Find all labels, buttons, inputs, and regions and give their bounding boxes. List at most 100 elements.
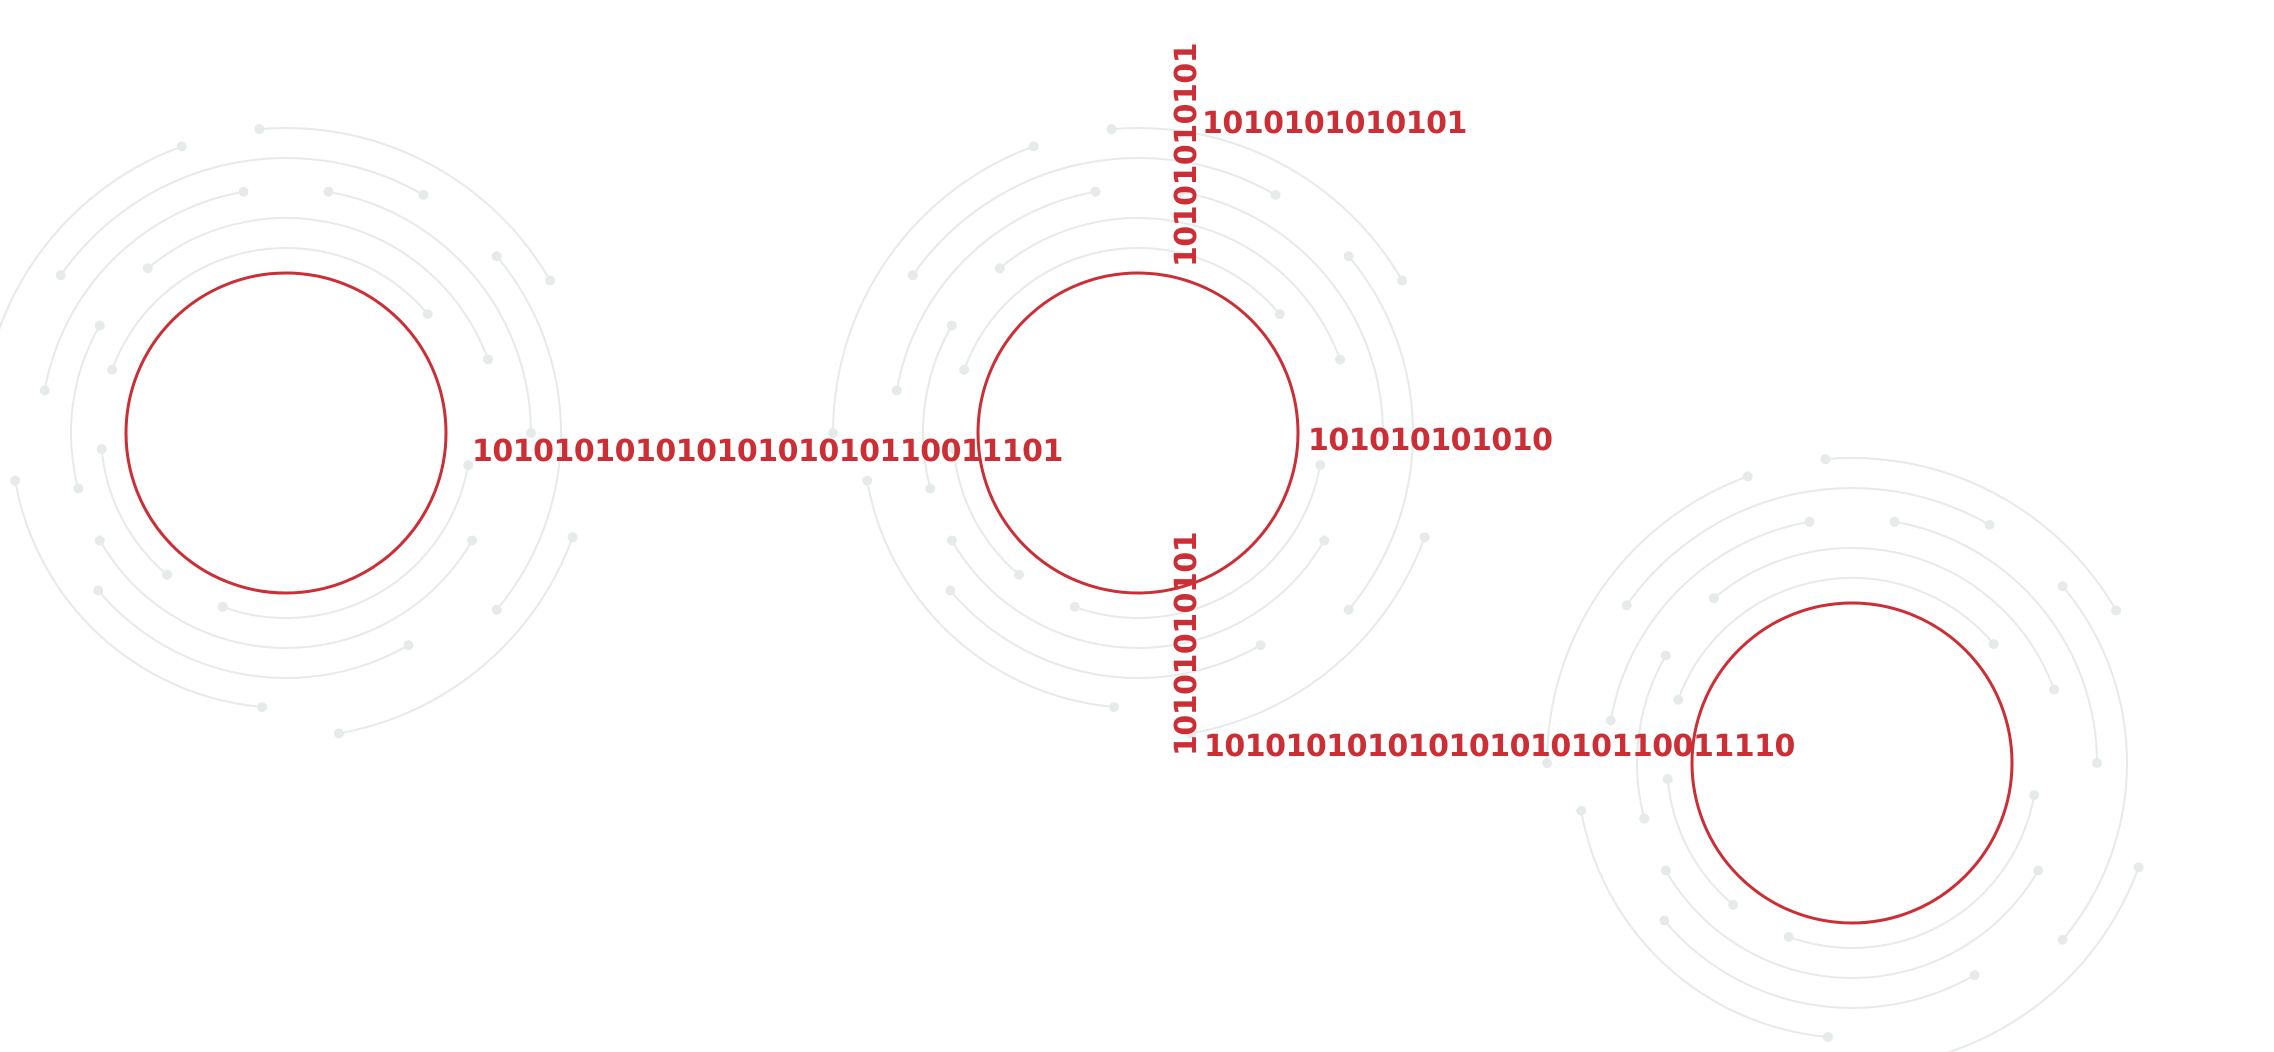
circuit-arc (338, 536, 574, 735)
circuit-node (567, 532, 578, 543)
circuit-node (1028, 141, 1039, 152)
circuit-node (891, 385, 902, 396)
circuit-node (1542, 758, 1552, 768)
circuit-node (2049, 684, 2060, 695)
circuit-arc (1677, 577, 1995, 701)
circuit-node (73, 483, 84, 494)
circuit-node (1728, 899, 1739, 910)
circuit-arc (1074, 464, 1322, 619)
circuit-node (2033, 865, 2044, 876)
circuit-arc (1664, 869, 2040, 979)
circuit-node (1708, 593, 1719, 604)
circuit-node (1335, 354, 1346, 365)
circuit-arc (952, 449, 1020, 576)
circuit-node (1804, 516, 1815, 527)
circuit-node (333, 728, 344, 739)
circuit-node (946, 320, 957, 331)
circuit-node (94, 320, 105, 331)
circuit-node (323, 186, 334, 197)
circuit-arc (1580, 810, 1829, 1038)
circuit-node (491, 251, 502, 262)
circuit-arc (97, 589, 409, 679)
circuit-node (162, 569, 173, 580)
circuit-node (1106, 124, 1117, 135)
circuit-arc (328, 190, 532, 434)
circuit-node (1621, 600, 1632, 611)
circuit-node (1659, 915, 1670, 926)
circuit-arc (59, 157, 424, 276)
circuit-arc (1609, 520, 1810, 721)
circuit-arc (832, 145, 1035, 434)
circuit-arc (949, 589, 1261, 679)
circuit-arc (14, 480, 263, 708)
circuit-node (1673, 694, 1684, 705)
circuit-node (1343, 604, 1354, 615)
circuit-arc (911, 157, 1276, 276)
circuit-arc (0, 145, 183, 331)
circuit-node (491, 604, 502, 615)
circuit-node (1397, 275, 1408, 286)
circuit-node (526, 428, 536, 438)
circuit-node (925, 483, 936, 494)
circuit-node (93, 585, 104, 596)
circuit-node (217, 601, 228, 612)
circuit-arc (259, 127, 552, 282)
circuit-node (1419, 532, 1430, 543)
circuit-node (1823, 1031, 1834, 1042)
circuit-node (862, 475, 873, 486)
binary-label-center-top-horizontal: 1010101010101 (1202, 106, 1467, 141)
circuit-node (2092, 758, 2102, 768)
circuit-node (257, 701, 268, 712)
circuit-ring-center (828, 124, 1430, 739)
circuit-node (1274, 309, 1285, 320)
circuit-node (1783, 931, 1794, 942)
circuit-node (1090, 186, 1101, 197)
circuit-arc (1625, 487, 1990, 606)
circuit-node (907, 270, 918, 281)
circuit-node (1109, 701, 1120, 712)
circuit-node (1378, 428, 1388, 438)
circuit-node (545, 275, 556, 286)
circuit-node (1315, 460, 1326, 471)
circuit-arc (1546, 475, 1749, 764)
circuit-node (39, 385, 50, 396)
binary-label-center-right: 101010101010 (1308, 423, 1553, 458)
circuit-node (1319, 535, 1330, 546)
circuit-arc (1190, 536, 1426, 735)
circuit-arc (43, 190, 244, 391)
circuit-node (945, 585, 956, 596)
binary-label-left-horizontal: 10101010101010101010110011101 (472, 434, 1063, 469)
circuit-arc (963, 247, 1281, 371)
circuit-arc (1825, 457, 2118, 612)
circuit-arc (147, 217, 489, 360)
circuit-node (483, 354, 494, 365)
circuit-node (10, 475, 21, 486)
binary-label-center-top-vertical: 10101010101 (1169, 43, 1204, 267)
circuit-node (2057, 581, 2068, 592)
circuit-node (2111, 605, 2122, 616)
circuit-node (418, 189, 429, 200)
circuit-node (176, 141, 187, 152)
circuit-node (1069, 601, 1080, 612)
circuit-arc (1347, 255, 1414, 611)
circuit-arc (1666, 779, 1734, 906)
circuit-ring-right (1542, 454, 2144, 1052)
circuit-node (1984, 519, 1995, 530)
circuit-node (1660, 865, 1671, 876)
circuit-node (1576, 805, 1587, 816)
binary-label-center-bottom-horizontal: 10101010101010101010110011110 (1204, 729, 1795, 764)
circuit-arc (100, 449, 168, 576)
circuit-decoration (0, 124, 2144, 1052)
circuit-arc (895, 190, 1096, 391)
circuit-arc (70, 325, 101, 489)
circuit-node (467, 535, 478, 546)
circuit-arc (1636, 655, 1667, 819)
circuit-arc (98, 539, 474, 649)
circuit-node (2029, 790, 2040, 801)
circuit-node (1639, 813, 1650, 824)
circuit-node (1185, 728, 1196, 739)
circuit-arc (1894, 520, 2098, 764)
circuit-node (1343, 251, 1354, 262)
circuit-arc (866, 480, 1115, 708)
circuit-node (994, 263, 1005, 274)
